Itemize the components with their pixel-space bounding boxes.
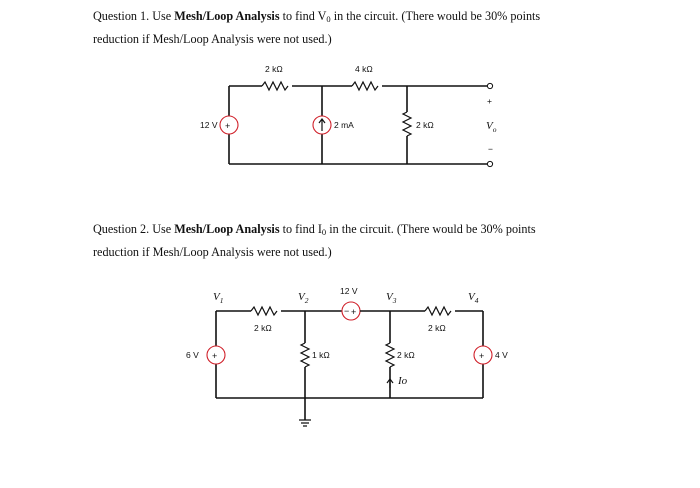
c1-out-sub: o [493,125,497,134]
q2-middle: to find I [279,222,322,236]
c1-voltage-source [219,115,239,135]
c1-r-top-right-label: 4 kΩ [355,64,373,74]
c2-voltage-source-left [206,345,226,365]
c2-v4: V [468,291,476,303]
c2-r-mid-vert-label: 1 kΩ [312,350,330,360]
c1-out-plus: + [487,96,492,106]
c2-source-right-plus-icon: + [479,351,484,361]
c2-r-right-vert-label: 2 kΩ [397,350,415,360]
c1-terminal-bottom [486,160,494,168]
q1-middle: to find V [279,9,327,23]
c2-current-arrow-icon [386,378,394,388]
question-1-text: Question 1. Use Mesh/Loop Analysis to fi… [93,6,603,49]
q2-method: Mesh/Loop Analysis [174,222,280,236]
q2-suffix: in the circuit. (There would be 30% poin… [326,222,536,236]
c2-v2-label: V2 [298,291,309,305]
q2-prefix: Question 2. Use [93,222,175,236]
c2-current-label: Io [397,375,408,387]
c1-resistor-right [401,111,413,137]
c1-r-right-label: 2 kΩ [416,120,434,130]
c2-r-right-label: 2 kΩ [428,323,446,333]
c1-resistor-top-right [351,80,379,92]
c2-v4-label: V4 [468,291,479,305]
c1-out-minus: − [488,144,493,154]
c1-v-source-label: 12 V [200,120,218,130]
c1-i-source-label: 2 mA [334,120,354,130]
c2-v1: V [213,291,221,303]
q1-line2: reduction if Mesh/Loop Analysis were not… [93,32,332,46]
q1-suffix: in the circuit. (There would be 30% poin… [330,9,541,23]
q1-method: Mesh/Loop Analysis [174,9,280,23]
c2-r-left-label: 2 kΩ [254,323,272,333]
c2-v3: V [386,291,394,303]
c2-v1-label: V1 [213,291,223,305]
c2-voltage-source-right [473,345,493,365]
q2-sub: 0 [321,227,327,237]
c2-ground-icon [299,419,311,427]
c2-v1-sub: 1 [220,296,224,305]
c2-v-source-left-label: 6 V [186,350,199,360]
q1-sub: 0 [326,14,331,24]
c2-v3-label: V3 [386,291,397,305]
c1-out-label: Vo [486,120,497,134]
c1-resistor-top-left [261,80,289,92]
c2-source-mid-minus-icon: − [344,306,349,316]
c2-v-source-right-label: 4 V [495,350,508,360]
c1-source-plus-icon: + [225,121,230,131]
c2-resistor-right [424,305,452,317]
c1-r-top-left-label: 2 kΩ [265,64,283,74]
question-2-text: Question 2. Use Mesh/Loop Analysis to fi… [93,219,603,262]
c2-source-left-plus-icon: + [212,351,217,361]
c2-v3-sub: 3 [392,296,397,305]
c2-resistor-left [250,305,278,317]
c2-v4-sub: 4 [475,296,479,305]
c2-v2-sub: 2 [305,296,309,305]
q1-prefix: Question 1. Use [93,9,175,23]
c1-out-v: V [486,120,494,132]
c2-resistor-right-vert [384,342,396,368]
c2-v-source-mid-label: 12 V [340,286,358,296]
c1-arrow-up-icon [318,118,326,131]
q2-line2: reduction if Mesh/Loop Analysis were not… [93,245,332,259]
c2-resistor-mid-vert [299,342,311,368]
c2-v2: V [298,291,306,303]
c1-terminal-top [486,82,494,90]
c2-source-mid-plus-icon: + [351,307,356,317]
